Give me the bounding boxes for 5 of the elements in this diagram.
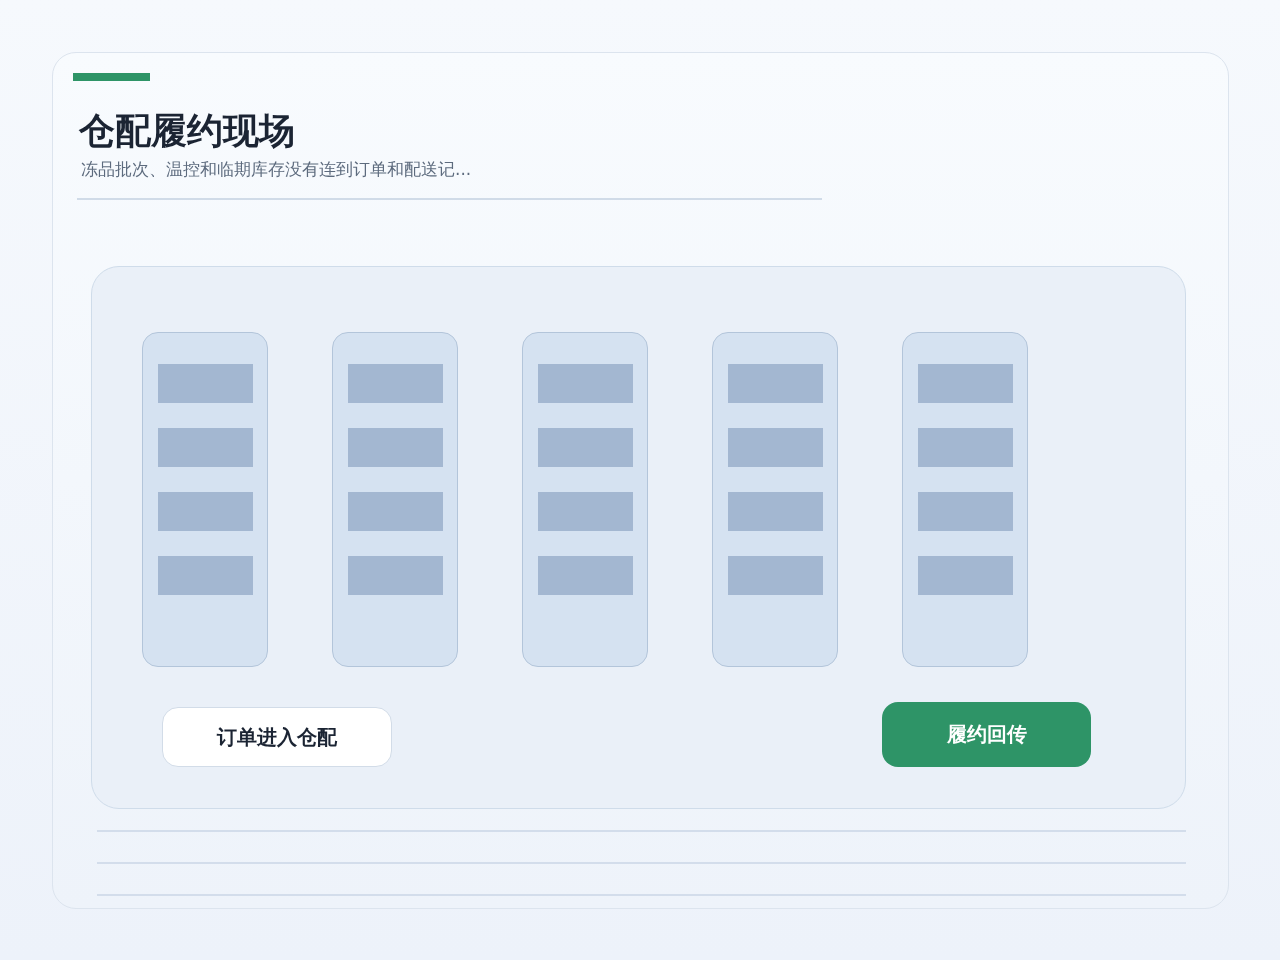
action-button: 履约回传 [882,702,1091,767]
action-button: 订单进入仓配 [162,707,392,767]
floor-panel [91,266,1186,809]
title: 仓配履约现场 [79,110,295,152]
subtitle: 冻品批次、温控和临期库存没有连到订单和配送记... [81,158,472,180]
